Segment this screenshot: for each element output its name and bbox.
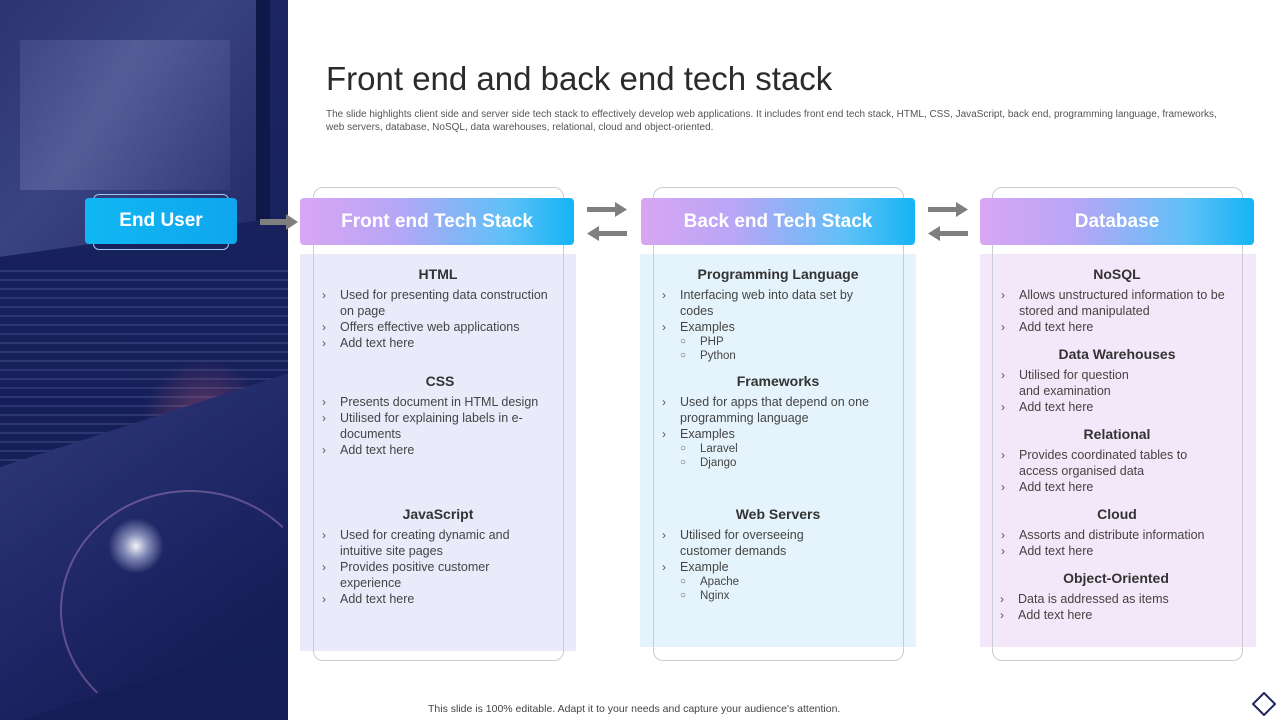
section-relational: Relational Provides coordinated tables t…: [1001, 426, 1233, 495]
bullet-item: Assorts and distribute information: [1001, 527, 1233, 543]
section-programming-language: Programming Language Interfacing web int…: [662, 266, 894, 363]
section-title: Object-Oriented: [1063, 570, 1169, 586]
bullet-item: Provides coordinated tables to access or…: [1001, 447, 1211, 479]
bullet-list: Assorts and distribute information Add t…: [1001, 527, 1233, 559]
section-title: Cloud: [1097, 506, 1137, 522]
monitor-screen: [20, 40, 230, 190]
bullet-list: Used for presenting data construction on…: [322, 287, 554, 351]
section-title: CSS: [425, 373, 455, 389]
bullet-item: Add text here: [1001, 543, 1233, 559]
bullet-item: Add text here: [322, 591, 554, 607]
light-glow: [108, 518, 164, 574]
arrow-right-icon: [260, 214, 298, 230]
bullet-list: Utilised for question and examination Ad…: [1001, 367, 1233, 415]
back-end-header-label: Back end Tech Stack: [683, 210, 873, 232]
bullet-item: Add text here: [1001, 479, 1233, 495]
bullet-item: Add text here: [322, 442, 558, 458]
end-user-label: End User: [119, 210, 203, 231]
bullet-item: Allows unstructured information to be st…: [1001, 287, 1233, 319]
bullet-item: Data is addressed as items: [1000, 591, 1232, 607]
bullet-item: Used for apps that depend on one program…: [662, 394, 894, 426]
bullet-list: Allows unstructured information to be st…: [1001, 287, 1233, 335]
section-frameworks: Frameworks Used for apps that depend on …: [662, 373, 894, 470]
back-end-header: Back end Tech Stack: [641, 198, 915, 245]
bullet-list: Data is addressed as items Add text here: [1000, 591, 1232, 623]
section-data-warehouses: Data Warehouses Utilised for question an…: [1001, 346, 1233, 415]
bullet-item: Add text here: [1001, 399, 1233, 415]
sub-item: Nginx: [680, 589, 894, 603]
bullet-list: Used for apps that depend on one program…: [662, 394, 894, 442]
bullet-item: Add text here: [1000, 607, 1232, 623]
front-end-outline: [313, 187, 564, 661]
sub-item: Apache: [680, 575, 894, 589]
database-header: Database: [980, 198, 1254, 245]
section-title: Relational: [1083, 426, 1151, 442]
light-arc: [60, 490, 288, 720]
sub-item: Django: [680, 456, 894, 470]
section-css: CSS Presents document in HTML design Uti…: [322, 373, 558, 458]
section-title: JavaScript: [402, 506, 474, 522]
bullet-item: Provides positive customer experience: [322, 559, 492, 591]
bullet-list: Interfacing web into data set by codes E…: [662, 287, 894, 335]
section-title: Frameworks: [736, 373, 820, 389]
bullet-item: Example: [662, 559, 894, 575]
bullet-list: Presents document in HTML design Utilise…: [322, 394, 558, 458]
slide-footer: This slide is 100% editable. Adapt it to…: [428, 703, 841, 715]
bullet-item: Add text here: [322, 335, 554, 351]
section-title: NoSQL: [1093, 266, 1141, 282]
end-user-box: End User: [85, 198, 237, 244]
bullet-list: Used for creating dynamic and intuitive …: [322, 527, 554, 607]
sub-list: Laravel Django: [680, 442, 894, 470]
swap-arrows-icon: [587, 202, 627, 241]
section-javascript: JavaScript Used for creating dynamic and…: [322, 506, 554, 607]
swap-arrows-icon: [928, 202, 968, 241]
slide-title: Front end and back end tech stack: [326, 60, 833, 97]
bullet-item: Interfacing web into data set by codes: [662, 287, 872, 319]
sub-item: Laravel: [680, 442, 894, 456]
section-nosql: NoSQL Allows unstructured information to…: [1001, 266, 1233, 335]
section-html: HTML Used for presenting data constructi…: [322, 266, 554, 351]
section-title: Data Warehouses: [1058, 346, 1176, 362]
bullet-item: Presents document in HTML design: [322, 394, 558, 410]
slide-subtitle: The slide highlights client side and ser…: [326, 109, 1217, 133]
bullet-list: Utilised for overseeing customer demands…: [662, 527, 894, 575]
bullet-item: Examples: [662, 426, 894, 442]
section-object-oriented: Object-Oriented Data is addressed as ite…: [1000, 570, 1232, 623]
section-title: Programming Language: [697, 266, 859, 282]
diamond-icon: [1252, 692, 1276, 716]
section-cloud: Cloud Assorts and distribute information…: [1001, 506, 1233, 559]
side-photo-panel: [0, 0, 288, 720]
bullet-item: Used for presenting data construction on…: [322, 287, 554, 319]
front-end-header-label: Front end Tech Stack: [341, 210, 533, 232]
database-header-label: Database: [1074, 210, 1160, 232]
bullet-item: Examples: [662, 319, 894, 335]
bullet-item: Utilised for question and examination: [1001, 367, 1151, 399]
back-end-outline: [653, 187, 904, 661]
bullet-item: Used for creating dynamic and intuitive …: [322, 527, 542, 559]
sub-item: Python: [680, 349, 894, 363]
front-end-header: Front end Tech Stack: [300, 198, 574, 245]
section-title: HTML: [418, 266, 458, 282]
bullet-item: Add text here: [1001, 319, 1233, 335]
database-outline: [992, 187, 1243, 661]
bullet-item: Offers effective web applications: [322, 319, 554, 335]
bullet-item: Utilised for overseeing customer demands: [662, 527, 837, 559]
bullet-list: Provides coordinated tables to access or…: [1001, 447, 1233, 495]
section-title: Web Servers: [735, 506, 821, 522]
section-web-servers: Web Servers Utilised for overseeing cust…: [662, 506, 894, 603]
bullet-item: Utilised for explaining labels in e-docu…: [322, 410, 532, 442]
sub-item: PHP: [680, 335, 894, 349]
sub-list: PHP Python: [680, 335, 894, 363]
sub-list: Apache Nginx: [680, 575, 894, 603]
